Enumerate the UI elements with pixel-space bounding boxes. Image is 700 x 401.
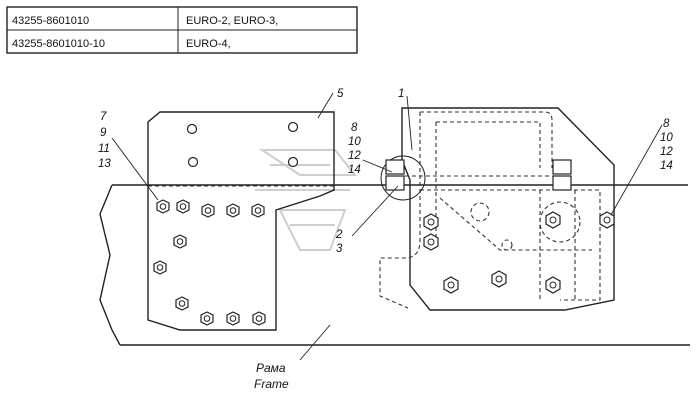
callout-1: 1 xyxy=(398,88,404,100)
callout-12-right: 12 xyxy=(660,146,673,158)
table-part-1: 43255-8601010 xyxy=(12,15,89,27)
callout-lower-group: 2 3 xyxy=(335,229,343,255)
left-bracket xyxy=(147,111,335,331)
leader-lines xyxy=(111,92,663,361)
bolt-nut xyxy=(226,203,240,218)
bolt-nut xyxy=(423,233,439,251)
bolt-nut xyxy=(599,211,615,229)
bolt-nut xyxy=(176,199,190,214)
bolt-nut xyxy=(175,296,189,311)
bolt-nut xyxy=(173,234,187,249)
caption-ru: Рама xyxy=(256,361,286,375)
callout-8-right: 8 xyxy=(663,118,670,130)
table-applicability-1: EURO-2, EURO-3, xyxy=(186,15,278,27)
callout-right-group: 8 10 12 14 xyxy=(660,118,673,172)
bolt-nut xyxy=(443,276,459,294)
callout-13: 13 xyxy=(98,158,111,170)
table-applicability-2: EURO-4, xyxy=(186,38,231,50)
left-bracket-bolts xyxy=(153,199,266,326)
frame-caption: Рама Frame xyxy=(254,361,289,391)
callout-7: 7 xyxy=(100,111,107,123)
callout-10-right: 10 xyxy=(660,132,673,144)
callout-3: 3 xyxy=(336,243,343,255)
bolt-nut xyxy=(491,270,507,288)
callout-2: 2 xyxy=(335,229,343,241)
bolt-nut xyxy=(156,199,170,214)
callout-10-mid: 10 xyxy=(348,136,361,148)
applicability-table: 43255-8601010 EURO-2, EURO-3, 43255-8601… xyxy=(6,6,358,54)
caption-en: Frame xyxy=(254,377,289,391)
callout-5: 5 xyxy=(337,88,344,100)
right-bracket xyxy=(379,107,615,311)
bolt-nut xyxy=(251,203,265,218)
right-bracket-bolts xyxy=(423,211,615,294)
bolt-nut xyxy=(201,203,215,218)
table-part-2: 43255-8601010-10 xyxy=(12,38,105,50)
callout-12-mid: 12 xyxy=(348,150,361,162)
bolt-nut xyxy=(226,311,240,326)
callout-mid-group: 8 10 12 14 xyxy=(348,122,361,176)
bolt-nut xyxy=(153,260,167,275)
callout-14-mid: 14 xyxy=(348,164,361,176)
callout-left-group: 7 9 11 13 xyxy=(98,111,111,170)
callout-14-right: 14 xyxy=(660,160,673,172)
callout-11: 11 xyxy=(98,143,110,155)
bolt-nut xyxy=(545,276,561,294)
bolt-nut xyxy=(423,213,439,231)
bolt-nut xyxy=(200,311,214,326)
bolt-nut xyxy=(545,211,561,229)
bolt-nut xyxy=(252,311,266,326)
callout-8-mid: 8 xyxy=(351,122,358,134)
callout-9: 9 xyxy=(100,127,107,139)
